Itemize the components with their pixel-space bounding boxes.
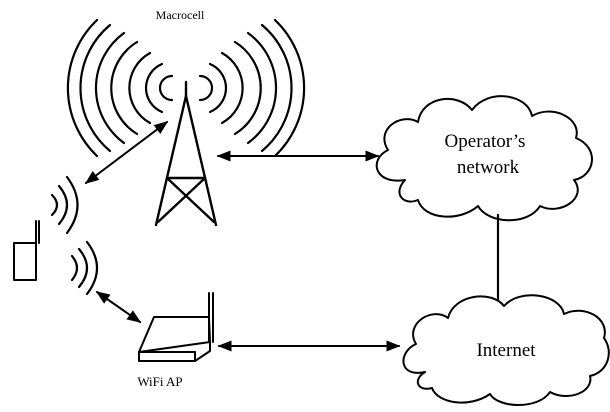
operator-network-label-line2: network	[457, 157, 520, 178]
macrocell-label: Macrocell	[156, 8, 205, 22]
tower-waves	[66, 18, 306, 158]
wifi-ap-label: WiFi AP	[137, 374, 182, 389]
internet-cloud: Internet	[402, 294, 610, 406]
connection-arrows	[84, 121, 401, 352]
phone-wifi-arrow	[95, 291, 142, 323]
mobile-phone-icon	[13, 175, 99, 296]
cell-tower-icon	[66, 18, 306, 227]
operator-network-label-line1: Operator’s	[445, 131, 526, 152]
cloud-icon	[402, 294, 610, 406]
wifi-router-icon	[138, 292, 214, 362]
internet-label: Internet	[476, 340, 536, 361]
tower-body	[154, 80, 218, 227]
phone-tower-arrow	[84, 121, 169, 184]
cloud-icon	[375, 95, 593, 222]
operator-network-cloud: Operator’s network	[375, 95, 593, 222]
phone-waves	[50, 175, 99, 296]
